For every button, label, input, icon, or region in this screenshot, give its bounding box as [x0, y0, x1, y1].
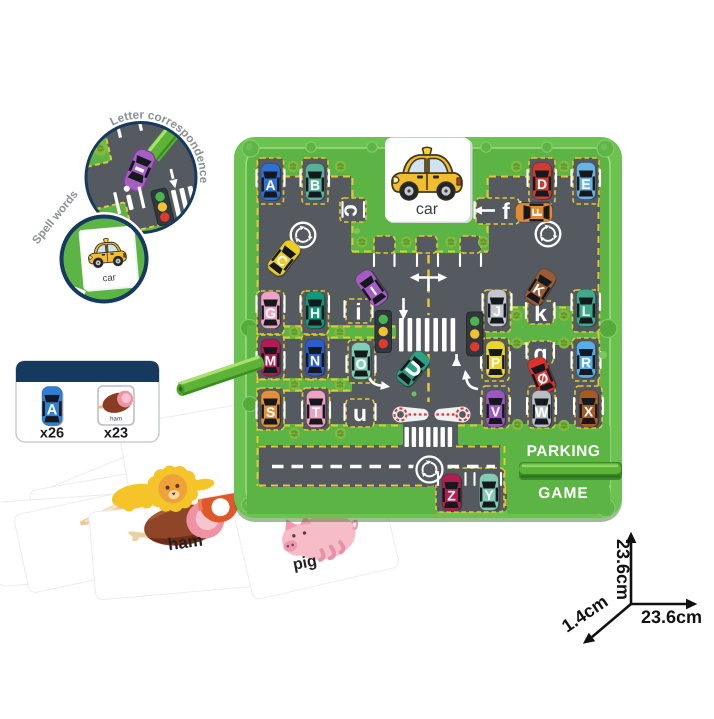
svg-text:N: N	[310, 353, 320, 369]
svg-text:A: A	[47, 401, 58, 418]
svg-text:PARKING: PARKING	[527, 443, 601, 460]
svg-text:M: M	[265, 353, 277, 369]
svg-text:J: J	[493, 303, 501, 319]
svg-text:23.6cm: 23.6cm	[641, 607, 702, 627]
svg-text:L: L	[582, 303, 591, 319]
svg-text:car: car	[416, 201, 439, 218]
svg-text:23.6cm: 23.6cm	[613, 539, 633, 600]
svg-text:f: f	[502, 198, 510, 224]
svg-text:Y: Y	[484, 487, 494, 503]
svg-text:GAME: GAME	[538, 485, 589, 502]
svg-text:i: i	[355, 299, 361, 325]
svg-text:S: S	[266, 404, 275, 420]
svg-text:H: H	[310, 305, 320, 321]
svg-text:O: O	[356, 356, 367, 372]
svg-text:F: F	[529, 208, 545, 217]
svg-text:T: T	[312, 404, 321, 420]
svg-text:k: k	[534, 300, 547, 326]
svg-text:X: X	[584, 404, 594, 420]
svg-text:P: P	[491, 355, 500, 371]
svg-text:ham: ham	[167, 531, 204, 555]
svg-text:c: c	[340, 204, 366, 217]
svg-text:G: G	[265, 305, 276, 321]
svg-text:car: car	[102, 272, 116, 284]
svg-text:R: R	[581, 355, 591, 371]
svg-text:x23: x23	[104, 426, 128, 442]
svg-text:x26: x26	[40, 426, 64, 442]
svg-text:Z: Z	[447, 488, 456, 504]
svg-text:W: W	[535, 404, 549, 420]
svg-text:D: D	[537, 176, 547, 192]
svg-text:u: u	[353, 400, 367, 426]
svg-text:E: E	[581, 176, 590, 192]
svg-text:ham: ham	[110, 416, 122, 423]
svg-text:V: V	[491, 404, 501, 420]
svg-text:pig: pig	[291, 553, 318, 574]
svg-text:B: B	[310, 177, 320, 193]
svg-text:A: A	[265, 177, 275, 193]
